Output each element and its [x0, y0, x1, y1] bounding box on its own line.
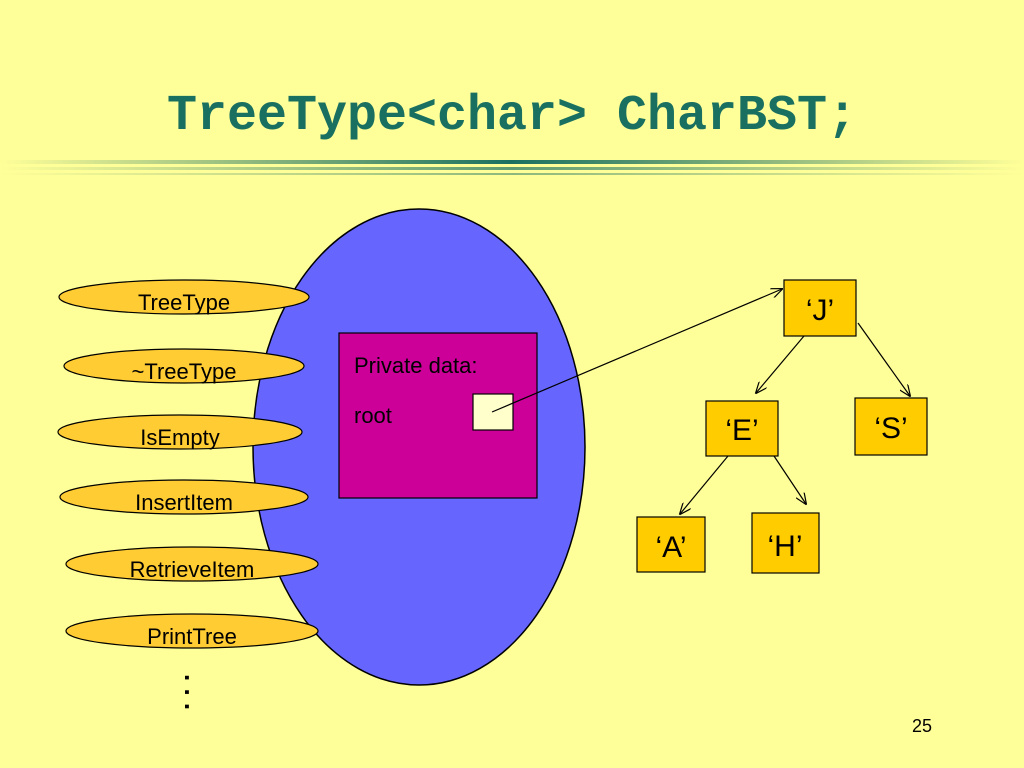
node-label: ‘S’ [874, 412, 907, 445]
node-label: ‘A’ [655, 531, 686, 564]
private-data-box: Private data: root [338, 332, 538, 499]
node-label: ‘H’ [768, 530, 803, 563]
operation-printtree: PrintTree [65, 613, 319, 649]
tree-node-s: ‘S’ [854, 397, 928, 456]
more-operations-indicator: . . . [179, 674, 209, 710]
tree-node-e: ‘E’ [705, 400, 779, 457]
operation-retrieveitem: RetrieveItem [65, 546, 319, 582]
operation-label: InsertItem [135, 490, 233, 515]
private-data-heading: Private data: [354, 353, 478, 378]
operation-label: PrintTree [147, 624, 237, 649]
operation-label: TreeType [138, 290, 230, 315]
root-pointer-arrow [491, 289, 782, 413]
operation-label: RetrieveItem [130, 557, 255, 582]
operation-isempty: IsEmpty [57, 414, 303, 450]
operation-label: ~TreeType [132, 359, 237, 384]
node-label: ‘E’ [725, 414, 758, 447]
tree-node-a: ‘A’ [636, 516, 706, 573]
node-label: ‘J’ [806, 294, 834, 327]
title-divider [0, 160, 1024, 175]
root-field-label: root [354, 403, 392, 428]
tree-edge-j-s [857, 322, 910, 396]
operation-treetype: TreeType [58, 279, 310, 315]
operation-insertitem: InsertItem [59, 479, 309, 515]
operation-label: IsEmpty [140, 425, 219, 450]
tree-node-j: ‘J’ [783, 279, 857, 337]
tree-node-h: ‘H’ [751, 512, 820, 574]
page-number: 25 [912, 716, 933, 736]
operation-destructor: ~TreeType [63, 348, 305, 384]
tree-edge-j-e [756, 335, 805, 393]
slide-title: TreeType<char> CharBST; [166, 88, 858, 145]
tree-edge-e-h [773, 455, 806, 504]
tree-edge-e-a [680, 455, 729, 514]
